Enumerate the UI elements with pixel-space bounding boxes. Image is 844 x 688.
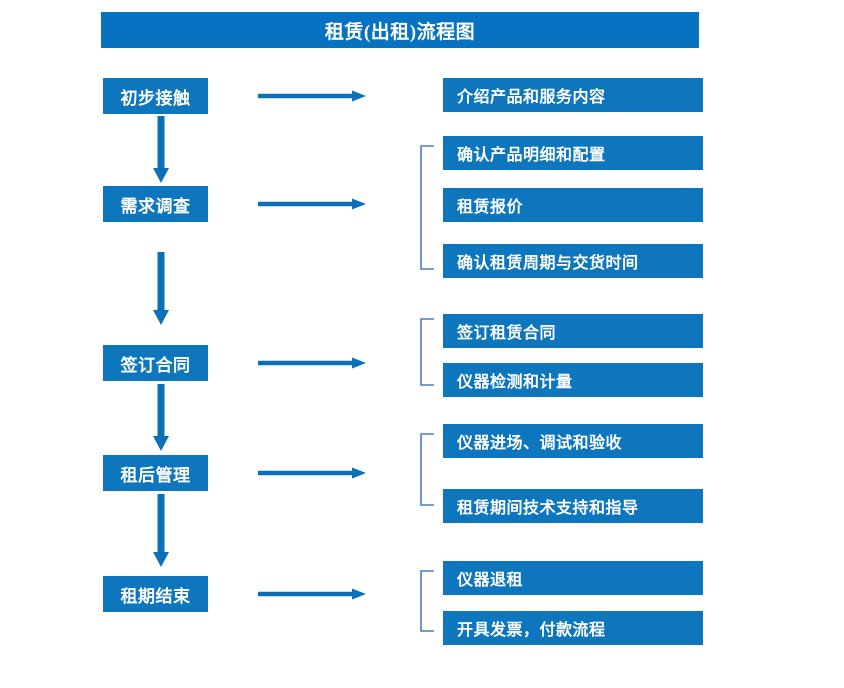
- detail-box-4-1[interactable]: 仪器进场、调试和验收: [443, 424, 703, 458]
- group-bracket-4: [420, 433, 434, 506]
- group-bracket-2: [420, 145, 434, 270]
- detail-box-1-1[interactable]: 介绍产品和服务内容: [443, 78, 703, 112]
- arrow-right-5: [258, 588, 366, 600]
- arrow-right-3: [258, 357, 366, 369]
- detail-box-3-2[interactable]: 仪器检测和计量: [443, 363, 703, 397]
- detail-box-5-1[interactable]: 仪器退租: [443, 561, 703, 595]
- detail-box-2-3[interactable]: 确认租赁周期与交货时间: [443, 244, 703, 278]
- group-bracket-3: [420, 318, 434, 386]
- detail-box-2-1[interactable]: 确认产品明细和配置: [443, 136, 703, 170]
- group-bracket-5: [420, 570, 434, 632]
- detail-box-2-2[interactable]: 租赁报价: [443, 188, 703, 222]
- arrow-right-2: [258, 198, 366, 210]
- detail-box-3-1[interactable]: 签订租赁合同: [443, 314, 703, 348]
- stage-box-5[interactable]: 租期结束: [103, 576, 208, 612]
- arrow-down-2: [153, 252, 169, 325]
- arrow-down-4: [153, 494, 169, 567]
- arrow-right-4: [258, 467, 366, 479]
- arrow-right-1: [258, 90, 366, 102]
- arrow-down-3: [153, 384, 169, 451]
- detail-box-5-2[interactable]: 开具发票，付款流程: [443, 611, 703, 645]
- stage-box-4[interactable]: 租后管理: [103, 455, 208, 491]
- stage-box-1[interactable]: 初步接触: [103, 78, 208, 114]
- stage-box-2[interactable]: 需求调查: [103, 186, 208, 222]
- arrow-down-1: [153, 116, 169, 183]
- detail-box-4-2[interactable]: 租赁期间技术支持和指导: [443, 489, 703, 523]
- stage-box-3[interactable]: 签订合同: [103, 345, 208, 381]
- diagram-title: 租赁(出租)流程图: [101, 12, 699, 48]
